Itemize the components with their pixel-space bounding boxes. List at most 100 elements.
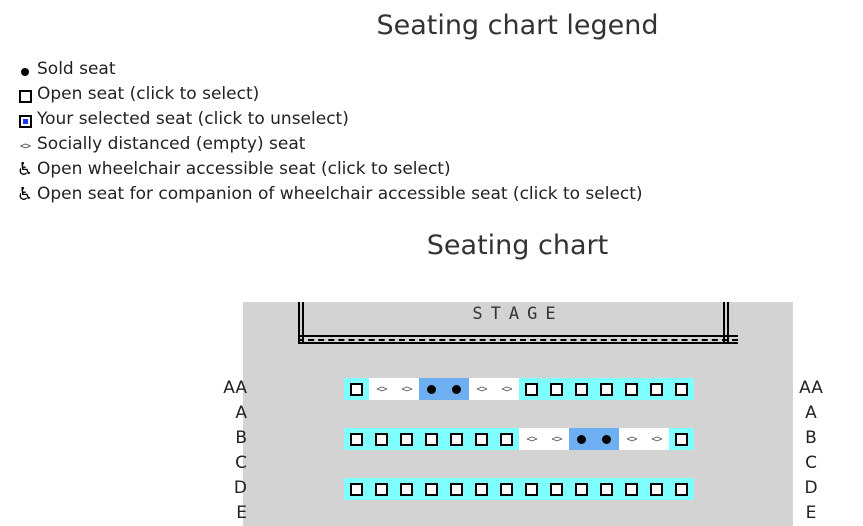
sold-dot-icon xyxy=(14,61,36,83)
row-label-d-right: D xyxy=(804,478,818,498)
sold-dot-icon xyxy=(452,384,461,394)
open-seat[interactable] xyxy=(469,478,494,500)
legend-label: Socially distanced (empty) seat xyxy=(37,133,306,154)
row-label-b-left: B xyxy=(235,428,247,448)
open-square-icon xyxy=(350,432,363,446)
stage-left-wall xyxy=(298,302,304,342)
open-seat[interactable] xyxy=(669,428,694,450)
open-seat[interactable] xyxy=(444,428,469,450)
open-square-icon xyxy=(425,482,438,496)
open-seat[interactable] xyxy=(644,378,669,400)
open-square-icon xyxy=(650,482,663,496)
stage-front-edge xyxy=(298,335,738,344)
row-label-c-right: C xyxy=(805,453,817,473)
sold-dot-icon xyxy=(427,384,436,394)
open-square-icon xyxy=(550,382,563,396)
open-seat[interactable] xyxy=(519,378,544,400)
seating-legend: Sold seat Open seat (click to select) Yo… xyxy=(14,56,643,206)
open-square-icon xyxy=(350,382,363,396)
open-square-icon xyxy=(475,432,488,446)
sold-dot-icon xyxy=(602,434,611,444)
open-seat[interactable] xyxy=(369,428,394,450)
row-label-a-left: A xyxy=(235,403,247,423)
open-square-icon xyxy=(400,432,413,446)
legend-title: Seating chart legend xyxy=(376,10,659,41)
open-seat[interactable] xyxy=(594,378,619,400)
legend-label: Open wheelchair accessible seat (click t… xyxy=(37,158,451,179)
seat-row-b: <><><><> xyxy=(344,428,694,450)
open-square-icon xyxy=(375,482,388,496)
open-seat[interactable] xyxy=(394,478,419,500)
row-label-e-left: E xyxy=(236,503,247,523)
open-square-icon xyxy=(450,482,463,496)
open-square-icon xyxy=(500,482,513,496)
open-square-icon xyxy=(425,432,438,446)
open-square-icon xyxy=(400,482,413,496)
row-label-c-left: C xyxy=(235,453,247,473)
open-square-icon xyxy=(600,482,613,496)
open-seat[interactable] xyxy=(494,428,519,450)
open-seat[interactable] xyxy=(344,378,369,400)
seating-chart-title: Seating chart xyxy=(426,230,609,261)
open-seat[interactable] xyxy=(594,478,619,500)
open-square-icon xyxy=(475,482,488,496)
open-seat[interactable] xyxy=(344,478,369,500)
open-seat[interactable] xyxy=(669,378,694,400)
row-label-d-left: D xyxy=(233,478,247,498)
open-square-icon xyxy=(675,382,688,396)
open-seat[interactable] xyxy=(569,378,594,400)
selected-square-icon xyxy=(14,111,36,133)
open-square-icon xyxy=(525,382,538,396)
legend-item-wheelchair: ♿ Open wheelchair accessible seat (click… xyxy=(14,156,643,181)
open-square-icon xyxy=(550,482,563,496)
open-seat[interactable] xyxy=(419,478,444,500)
open-square-icon xyxy=(450,432,463,446)
open-seat[interactable] xyxy=(494,478,519,500)
legend-item-open: Open seat (click to select) xyxy=(14,81,643,106)
distanced-icon: <> xyxy=(19,141,31,152)
legend-item-sold: Sold seat xyxy=(14,56,643,81)
legend-item-selected: Your selected seat (click to unselect) xyxy=(14,106,643,131)
open-seat[interactable] xyxy=(419,428,444,450)
open-square-icon xyxy=(625,482,638,496)
open-seat[interactable] xyxy=(369,478,394,500)
open-seat[interactable] xyxy=(569,478,594,500)
open-seat[interactable] xyxy=(344,428,369,450)
distanced-seat: <> xyxy=(644,428,669,450)
open-seat[interactable] xyxy=(544,378,569,400)
open-square-icon xyxy=(575,482,588,496)
open-square-icon xyxy=(675,432,688,446)
row-label-a-right: A xyxy=(805,403,817,423)
open-seat[interactable] xyxy=(619,378,644,400)
open-seat[interactable] xyxy=(519,478,544,500)
row-label-aa-left: AA xyxy=(223,378,247,398)
sold-dot-icon xyxy=(577,434,586,444)
open-square-icon xyxy=(675,482,688,496)
open-seat[interactable] xyxy=(669,478,694,500)
open-seat[interactable] xyxy=(619,478,644,500)
open-square-icon xyxy=(600,382,613,396)
stage-label: STAGE xyxy=(472,304,564,324)
open-square-icon xyxy=(575,382,588,396)
open-seat[interactable] xyxy=(444,478,469,500)
row-label-b-right: B xyxy=(805,428,817,448)
open-square-icon xyxy=(375,432,388,446)
open-square-icon xyxy=(650,382,663,396)
distanced-seat: <> xyxy=(494,378,519,400)
sold-seat xyxy=(444,378,469,400)
sold-seat xyxy=(594,428,619,450)
legend-label: Sold seat xyxy=(37,58,116,79)
legend-item-companion: ♿ Open seat for companion of wheelchair … xyxy=(14,181,643,206)
distanced-seat: <> xyxy=(394,378,419,400)
open-seat[interactable] xyxy=(544,478,569,500)
open-seat[interactable] xyxy=(469,428,494,450)
sold-seat xyxy=(569,428,594,450)
open-seat[interactable] xyxy=(394,428,419,450)
legend-label: Your selected seat (click to unselect) xyxy=(37,108,349,129)
companion-icon: ♿ xyxy=(16,184,34,205)
open-square-icon xyxy=(625,382,638,396)
legend-item-distanced: <> Socially distanced (empty) seat xyxy=(14,131,643,156)
open-seat[interactable] xyxy=(644,478,669,500)
seat-row-d xyxy=(344,478,694,500)
row-label-e-right: E xyxy=(805,503,817,523)
